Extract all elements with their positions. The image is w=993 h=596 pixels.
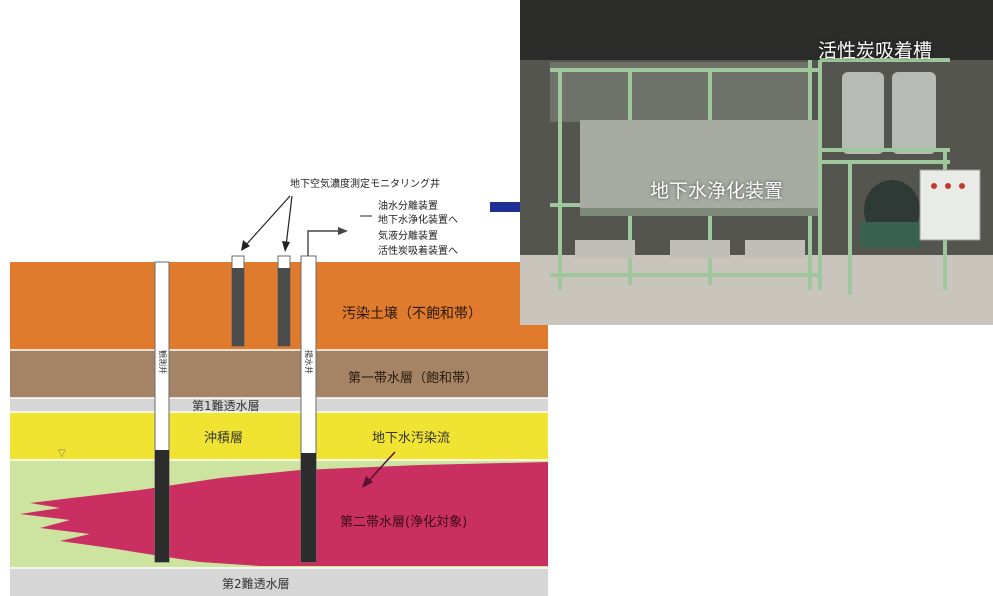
groundwater-plume-label: 地下水汚染流 (372, 431, 450, 446)
monitoring-leader-line (244, 195, 291, 247)
equipment-illustration (520, 0, 993, 325)
pumping-pipe (307, 230, 340, 256)
second-aquitard-label: 第2難透水層 (222, 576, 290, 591)
alluvium-label: 沖積層 (204, 431, 243, 446)
alluvium-layer (10, 412, 548, 460)
flow-line-1: 油水分離装置 (378, 199, 438, 212)
monitoring-leader-arrowhead (241, 240, 250, 251)
flow-line-2: 地下水浄化装置へ (378, 213, 458, 226)
first-aquitard-label: 第1難透水層 (192, 398, 260, 413)
groundwater-flow-arrowhead (362, 476, 373, 488)
second-aquifer-label: 第二帯水層(浄化対象) (340, 515, 467, 530)
flow-line-3: 気液分離装置 (378, 229, 438, 242)
water-level-marker: ▽ (58, 448, 66, 459)
purification-equipment-photo: 活性炭吸着槽 地下水浄化装置 (520, 0, 993, 325)
first-aquifer-label: 第一帯水層（飽和帯） (348, 371, 478, 386)
observation-well-screen (155, 450, 169, 562)
second-aquitard-layer (10, 568, 548, 596)
monitoring-well-2-screen (278, 268, 290, 346)
monitoring-leader-arrowhead (282, 241, 290, 252)
monitoring-well-1-screen (232, 268, 244, 346)
pumping-well-screen (301, 453, 316, 562)
first-aquitard-layer (10, 398, 548, 412)
activated-carbon-tank-label: 活性炭吸着槽 (818, 40, 933, 62)
monitoring-leader-line (285, 195, 293, 247)
process-arrow-shaft (490, 202, 540, 212)
first-aquifer-layer (10, 350, 548, 398)
observation-well-label: 観測井 (158, 350, 168, 374)
groundwater-purifier-label: 地下水浄化装置 (650, 180, 784, 202)
pumping-pipe-arrowhead (338, 227, 348, 235)
pumping-well-label: 揚水井 (304, 350, 314, 374)
contaminated-soil-label: 汚染土壌（不飽和帯） (342, 305, 482, 322)
flow-line-4: 活性炭吸着装置へ (378, 244, 458, 257)
contamination-plume (20, 462, 548, 566)
monitoring-well-label: 地下空気濃度測定モニタリング井 (290, 177, 440, 190)
